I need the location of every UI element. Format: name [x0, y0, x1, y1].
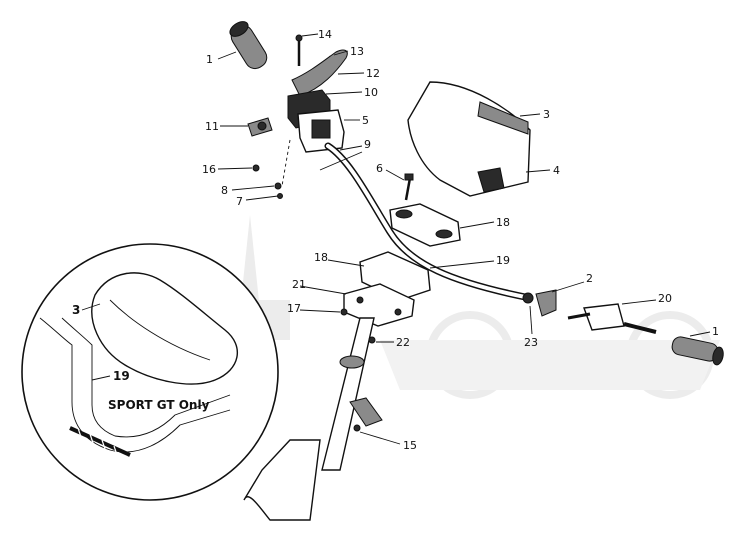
callout-2: 2 — [586, 272, 593, 285]
brake-lever-12 — [291, 49, 348, 97]
bolt-6 — [404, 177, 412, 201]
pin-22 — [368, 336, 376, 344]
callout-14: 14 — [318, 28, 332, 41]
callout-11: 11 — [205, 120, 219, 133]
callout-18-upper: 18 — [496, 216, 510, 229]
callout-12: 12 — [366, 67, 380, 80]
callout-23: 23 — [524, 336, 538, 349]
leader-lines — [217, 33, 711, 445]
instrument-hood — [407, 81, 531, 197]
callout-3: 3 — [543, 108, 550, 121]
callout-6: 6 — [376, 162, 383, 175]
master-cylinder — [287, 89, 345, 153]
part-8 — [274, 182, 282, 190]
inset-detail: 3 19 SPORT GT Only — [21, 243, 279, 501]
inset-label-3: 3 — [72, 303, 80, 317]
callout-18-lower: 18 — [314, 251, 328, 264]
callout-22: 22 — [396, 336, 410, 349]
part-7 — [277, 193, 283, 199]
callout-1-left: 1 — [206, 53, 213, 66]
callout-17: 17 — [287, 302, 301, 315]
callout-10: 10 — [364, 86, 378, 99]
callout-labels: 1 14 13 12 10 5 11 9 16 8 7 6 3 4 18 18 … — [202, 28, 719, 452]
callout-7: 7 — [236, 195, 243, 208]
watermark — [130, 215, 720, 399]
inset-label-19: 19 — [113, 369, 130, 383]
callout-19: 19 — [496, 254, 510, 267]
callout-13: 13 — [350, 45, 364, 58]
callout-4: 4 — [553, 164, 560, 177]
end-plug-23 — [522, 292, 534, 304]
callout-21: 21 — [292, 278, 306, 291]
callout-1-right: 1 — [712, 325, 719, 338]
steering-column — [243, 317, 375, 521]
part-16 — [252, 164, 260, 172]
callout-5: 5 — [362, 114, 369, 127]
throttle-20 — [583, 303, 625, 331]
callout-15: 15 — [403, 439, 417, 452]
bushing-15 — [349, 397, 383, 427]
crossbar-coil — [69, 426, 131, 459]
callout-20: 20 — [658, 292, 672, 305]
callout-8: 8 — [221, 184, 228, 197]
left-grip — [229, 21, 268, 70]
callout-16: 16 — [202, 163, 216, 176]
inset-caption: SPORT GT Only — [108, 398, 210, 412]
bolt-17 — [340, 308, 348, 316]
bracket-2 — [535, 289, 557, 317]
callout-9: 9 — [364, 138, 371, 151]
